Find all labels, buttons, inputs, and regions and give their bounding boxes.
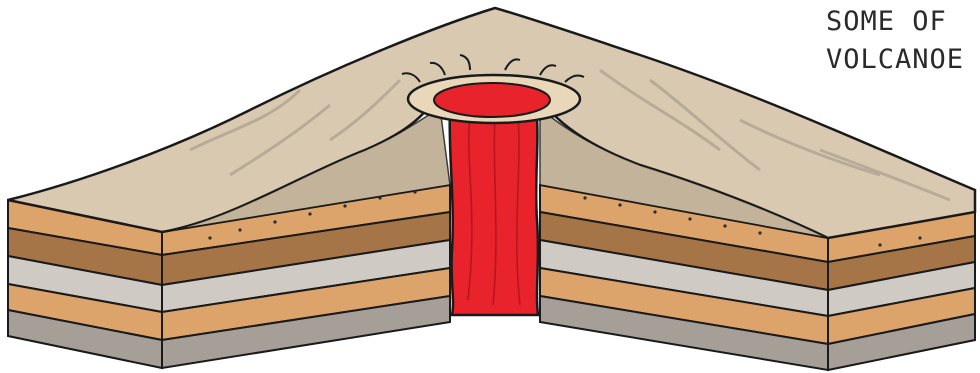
caption-line-2: VOLCANOE [826,44,964,75]
crater-magma [434,83,550,117]
right-strata [828,212,975,370]
caption-line-1: SOME OF [826,6,947,37]
